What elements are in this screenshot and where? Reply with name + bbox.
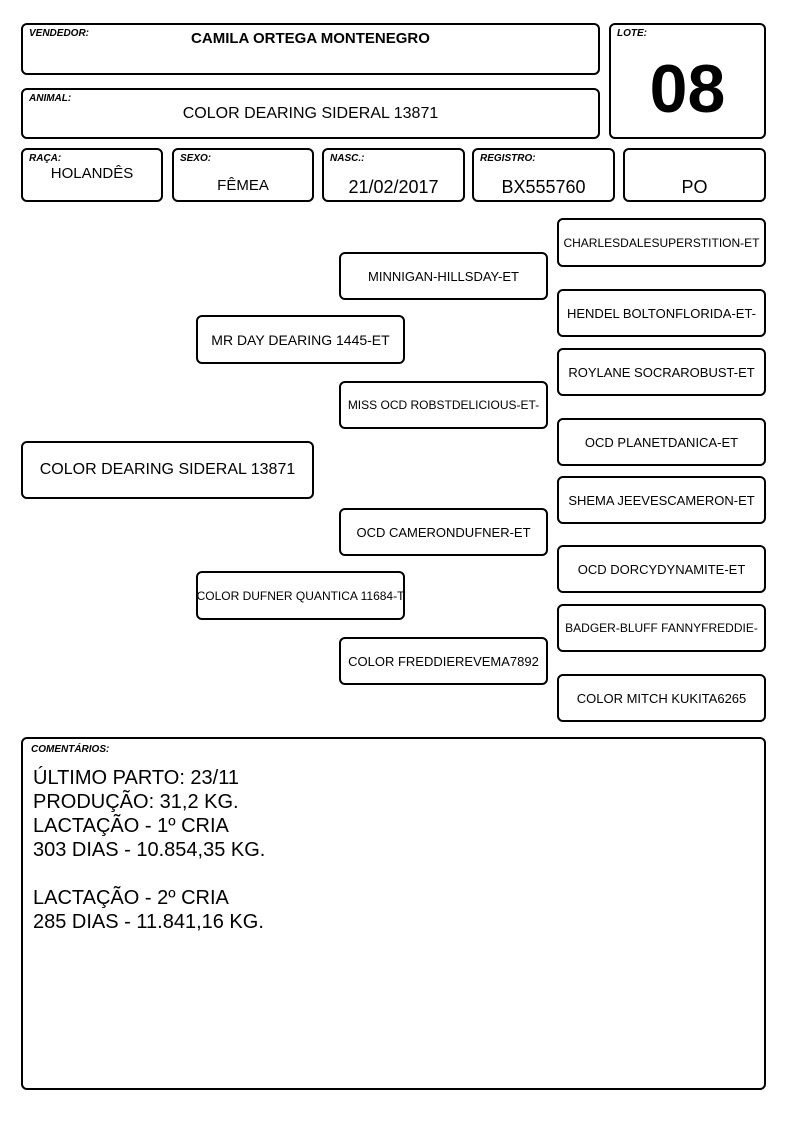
pedigree-great-grandparent: OCD PLANETDANICA-ET bbox=[557, 418, 766, 466]
raca-label: RAÇA: bbox=[29, 153, 62, 164]
pedigree-great-grandparent: BADGER-BLUFF FANNYFREDDIE- bbox=[557, 604, 766, 652]
pedigree-paternal-grandsire: MINNIGAN-HILLSDAY-ET bbox=[339, 252, 548, 300]
pedigree-sire: MR DAY DEARING 1445-ET bbox=[196, 315, 405, 364]
lote-label: LOTE: bbox=[617, 28, 647, 39]
pedigree-maternal-grandsire: OCD CAMERONDUFNER-ET bbox=[339, 508, 548, 556]
grau-box: PO bbox=[623, 148, 766, 202]
pedigree-maternal-grandsire-name: OCD CAMERONDUFNER-ET bbox=[356, 524, 531, 540]
pedigree-dam: COLOR DUFNER QUANTICA 11684-T bbox=[196, 571, 405, 620]
pedigree-great-grandparent-name: BADGER-BLUFF FANNYFREDDIE- bbox=[565, 621, 758, 635]
pedigree-great-grandparent-name: HENDEL BOLTONFLORIDA-ET- bbox=[566, 305, 756, 321]
raca-box: RAÇA: HOLANDÊS bbox=[21, 148, 163, 202]
sexo-value: FÊMEA bbox=[217, 177, 269, 194]
pedigree-sire-name: MR DAY DEARING 1445-ET bbox=[211, 331, 390, 348]
comments-label: COMENTÁRIOS: bbox=[31, 744, 110, 755]
vendedor-label: VENDEDOR: bbox=[29, 28, 90, 39]
pedigree-paternal-granddam: MISS OCD ROBSTDELICIOUS-ET- bbox=[339, 381, 548, 429]
pedigree-dam-name: COLOR DUFNER QUANTICA 11684-T bbox=[196, 588, 405, 603]
pedigree-animal: COLOR DEARING SIDERAL 13871 bbox=[21, 441, 314, 499]
animal-value: COLOR DEARING SIDERAL 13871 bbox=[182, 105, 439, 122]
pedigree-paternal-grandsire-name: MINNIGAN-HILLSDAY-ET bbox=[368, 268, 519, 284]
grau-value: PO bbox=[681, 177, 708, 197]
registro-box: REGISTRO: BX555760 bbox=[472, 148, 615, 202]
animal-label: ANIMAL: bbox=[29, 93, 72, 104]
lote-box: LOTE: 08 bbox=[609, 23, 766, 139]
pedigree-great-grandparent-name: COLOR MITCH KUKITA6265 bbox=[576, 690, 747, 706]
animal-box: ANIMAL: COLOR DEARING SIDERAL 13871 bbox=[21, 88, 600, 139]
sexo-label: SEXO: bbox=[180, 153, 212, 164]
pedigree-great-grandparent-name: OCD PLANETDANICA-ET bbox=[584, 434, 739, 450]
vendedor-value: CAMILA ORTEGA MONTENEGRO bbox=[191, 30, 430, 47]
pedigree-great-grandparent: COLOR MITCH KUKITA6265 bbox=[557, 674, 766, 722]
nasc-box: NASC.: 21/02/2017 bbox=[322, 148, 465, 202]
registro-label: REGISTRO: bbox=[480, 153, 536, 164]
raca-value: HOLANDÊS bbox=[50, 165, 134, 182]
pedigree-great-grandparent: HENDEL BOLTONFLORIDA-ET- bbox=[557, 289, 766, 337]
vendedor-box: VENDEDOR: CAMILA ORTEGA MONTENEGRO bbox=[21, 23, 600, 75]
lote-value: 08 bbox=[649, 51, 726, 127]
nasc-value: 21/02/2017 bbox=[348, 177, 439, 197]
pedigree-great-grandparent-name: ROYLANE SOCRAROBUST-ET bbox=[568, 364, 755, 380]
pedigree-maternal-granddam: COLOR FREDDIEREVEMA7892 bbox=[339, 637, 548, 685]
pedigree-great-grandparent: ROYLANE SOCRAROBUST-ET bbox=[557, 348, 766, 396]
comments-text: ÚLTIMO PARTO: 23/11 PRODUÇÃO: 31,2 KG. L… bbox=[33, 767, 266, 933]
pedigree-animal-name: COLOR DEARING SIDERAL 13871 bbox=[39, 461, 296, 478]
pedigree-great-grandparent: OCD DORCYDYNAMITE-ET bbox=[557, 545, 766, 593]
pedigree-great-grandparent-name: CHARLESDALESUPERSTITION-ET bbox=[563, 235, 760, 250]
pedigree-maternal-granddam-name: COLOR FREDDIEREVEMA7892 bbox=[348, 653, 539, 669]
pedigree-great-grandparent-name: SHEMA JEEVESCAMERON-ET bbox=[568, 492, 755, 508]
pedigree-great-grandparent-name: OCD DORCYDYNAMITE-ET bbox=[577, 561, 746, 577]
sexo-box: SEXO: FÊMEA bbox=[172, 148, 314, 202]
pedigree-great-grandparent: SHEMA JEEVESCAMERON-ET bbox=[557, 476, 766, 524]
pedigree-great-grandparent: CHARLESDALESUPERSTITION-ET bbox=[557, 218, 766, 267]
comments-box: COMENTÁRIOS: ÚLTIMO PARTO: 23/11 PRODUÇÃ… bbox=[21, 737, 766, 1090]
nasc-label: NASC.: bbox=[330, 153, 365, 164]
registro-value: BX555760 bbox=[501, 177, 586, 197]
pedigree-paternal-granddam-name: MISS OCD ROBSTDELICIOUS-ET- bbox=[347, 398, 540, 412]
